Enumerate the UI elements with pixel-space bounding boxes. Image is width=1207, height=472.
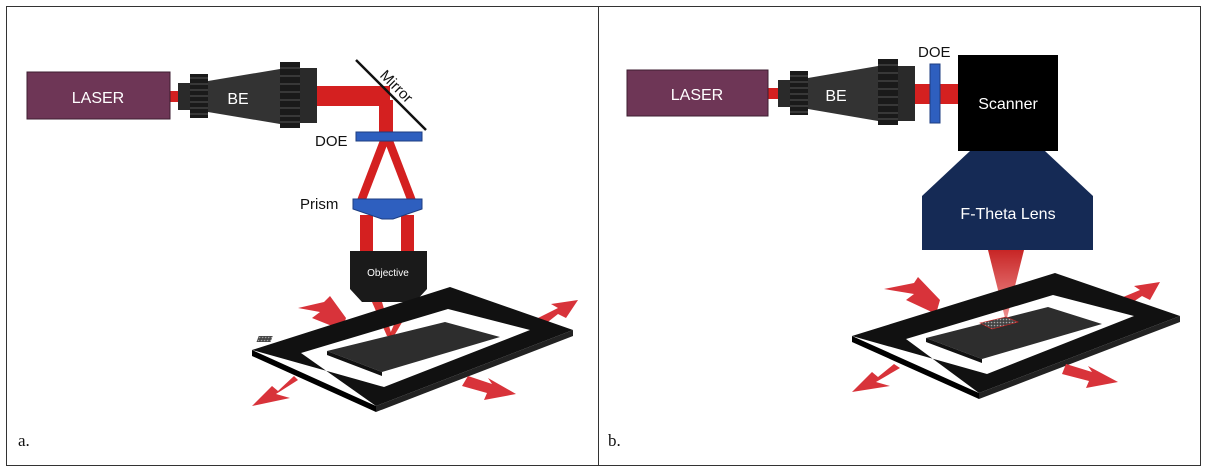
scanner: [958, 55, 1058, 151]
panel-b: LASER BE DOE: [608, 44, 1180, 450]
beam-expander-b: BE: [778, 59, 915, 125]
sample-plate: [327, 322, 500, 372]
laser-source-b: [626, 69, 769, 117]
sample-plate-edge: [327, 351, 382, 376]
beam-diffracted-right: [384, 140, 416, 200]
stage-frame-b-edge-r: [979, 316, 1180, 399]
scanner-label: Scanner: [978, 96, 1038, 113]
objective: [350, 251, 427, 302]
motion-stage-b: [852, 273, 1180, 399]
laser-label-b: LASER: [671, 87, 723, 104]
arrow-front-left: [252, 376, 298, 406]
be-label-b: BE: [825, 88, 846, 105]
doe-label: DOE: [315, 133, 348, 150]
beam-mirror-to-doe: [379, 100, 393, 136]
doe-element: [355, 131, 423, 142]
arrow-b-front-right: [1062, 364, 1118, 388]
scan-beam: [988, 250, 1024, 322]
beam-be-to-mirror: [316, 86, 390, 106]
stage-frame-b: [852, 273, 1180, 393]
stage-frame-edge-r: [376, 330, 573, 412]
process-spot-b: [979, 316, 1019, 330]
beam-prism-to-objective-right: [401, 215, 414, 253]
arrow-front-right: [462, 376, 516, 400]
caption-a: a.: [18, 431, 30, 450]
caption-b: b.: [608, 431, 621, 450]
arrow-back-right: [538, 300, 578, 325]
panel-a: LASER BE Mirror: [18, 59, 578, 450]
stage-frame-b-edge: [852, 336, 979, 399]
laser-source: [26, 71, 171, 120]
laser-label: LASER: [72, 90, 124, 107]
prism-element: [352, 198, 423, 220]
objective-label: Objective: [367, 268, 409, 279]
process-spot: [256, 336, 273, 342]
doe-element-b: [929, 63, 941, 124]
motion-stage-a: [252, 287, 578, 412]
beam-diffracted-left: [357, 140, 389, 200]
beam-laser-to-be-b: [768, 88, 782, 99]
beam-expander: BE: [178, 62, 317, 128]
stage-frame: [252, 287, 573, 406]
sample-plate-b: [926, 307, 1102, 359]
lens-label: F-Theta Lens: [960, 206, 1055, 223]
stage-frame-edge: [252, 350, 376, 412]
mirror: [355, 59, 427, 131]
prism-label: Prism: [300, 196, 338, 213]
arrow-b-back-left: [884, 277, 940, 314]
doe-label-b: DOE: [918, 44, 951, 61]
be-label: BE: [227, 91, 248, 108]
beam-laser-to-be: [170, 91, 182, 102]
sample-plate-b-edge: [926, 338, 982, 363]
f-theta-lens: [922, 151, 1093, 250]
arrow-b-front-left: [852, 364, 900, 392]
arrow-back-left: [298, 296, 346, 330]
beam-prism-to-objective-left: [360, 215, 373, 253]
